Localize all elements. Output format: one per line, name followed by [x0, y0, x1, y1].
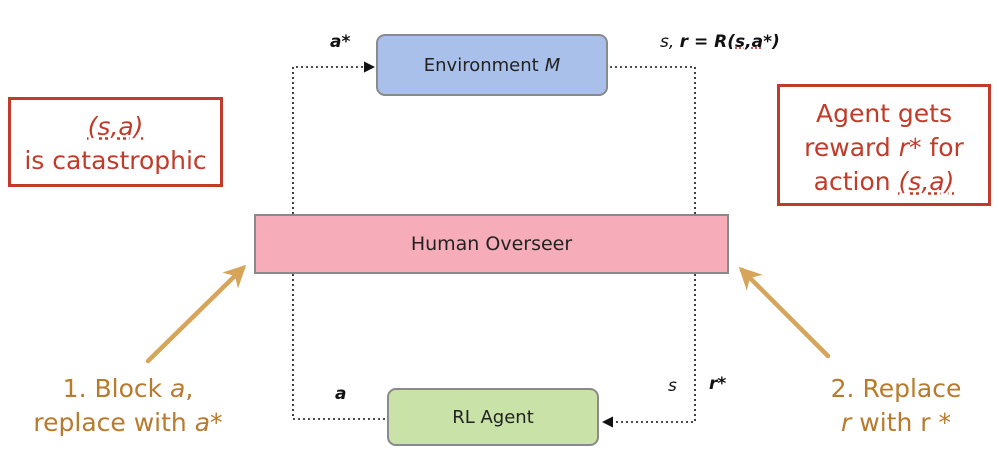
step1-label: 1. Block a, replace with a*: [33, 374, 223, 437]
step2-label: 2. Replace r with r *: [830, 374, 962, 437]
overseer-label: Human Overseer: [410, 233, 573, 255]
step1-arrow: [145, 264, 247, 364]
a-star-label: a*: [330, 32, 351, 52]
environment-output-label: s, r = R(s,a*): [660, 32, 780, 52]
overseer-to-agent-line: [601, 274, 696, 428]
catastrophic-note: (s,a) is catastrophic: [8, 97, 223, 187]
environment-to-overseer-line: [610, 66, 696, 214]
r-star-label: r*: [709, 374, 727, 394]
rl-agent-box: RL Agent: [387, 388, 599, 446]
catastrophic-note-sa: (s,a): [87, 112, 144, 141]
agent-action-label: a: [335, 384, 347, 404]
environment-label-m: M: [544, 54, 561, 76]
agent-label: RL Agent: [452, 406, 534, 428]
reward-note-line1: Agent gets: [815, 99, 953, 128]
agent-to-overseer-line: [292, 274, 385, 420]
reward-note: Agent gets reward r* for action (s,a): [777, 84, 991, 206]
state-label: s: [668, 376, 677, 396]
overseer-to-environment-line: [292, 61, 376, 214]
environment-label: Environment: [423, 54, 539, 76]
human-overseer-box: Human Overseer: [254, 214, 729, 274]
catastrophic-note-text: is catastrophic: [24, 146, 207, 175]
step2-arrow: [738, 266, 831, 359]
